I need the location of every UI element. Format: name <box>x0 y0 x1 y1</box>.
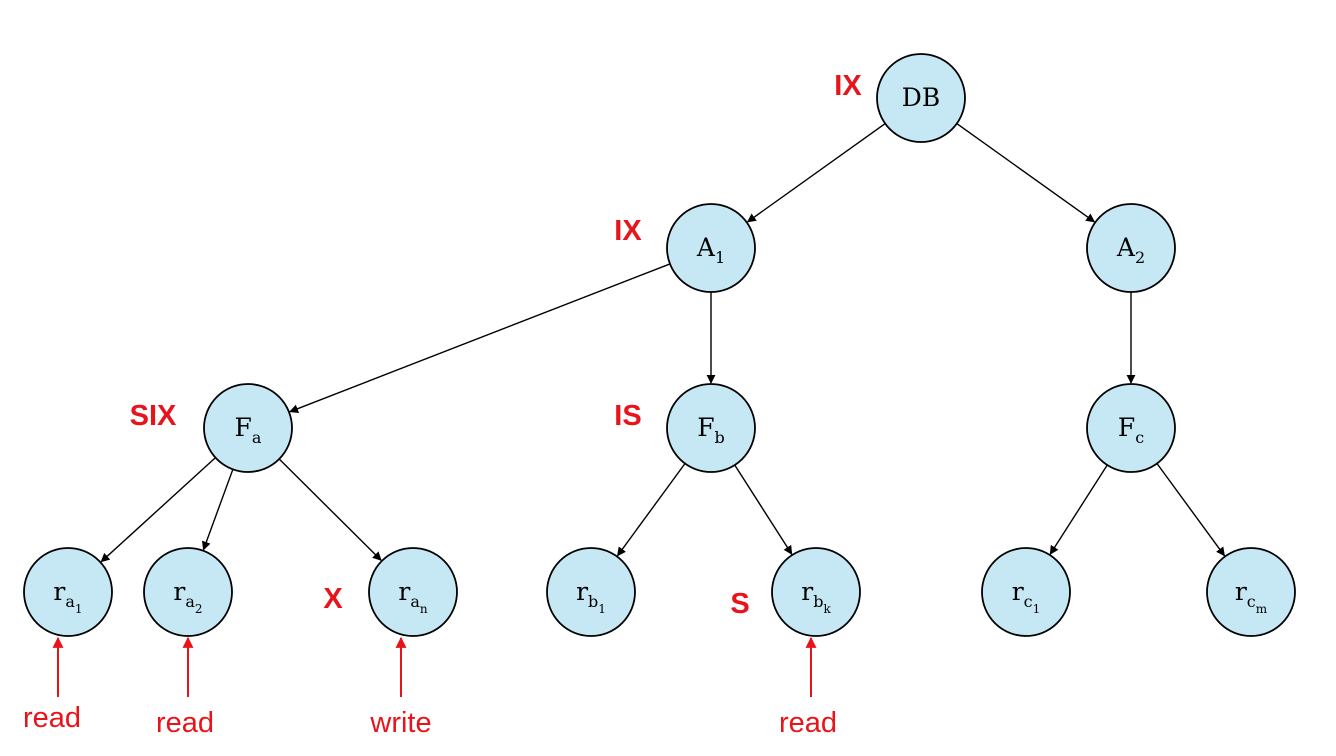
node-circle <box>1086 203 1176 293</box>
edge-Fc-to-rcm <box>1156 463 1225 557</box>
node-rc1[interactable]: rc1 <box>981 547 1071 637</box>
edge-Fa-to-ran <box>278 458 382 561</box>
lock-mode-label-Fa: SIX <box>130 400 177 432</box>
node-Fb[interactable]: Fb <box>666 383 756 473</box>
node-rbk[interactable]: rbk <box>771 547 861 637</box>
edge-DB-to-A2 <box>956 123 1096 223</box>
node-circle <box>23 547 113 637</box>
lock-mode-label-rbk: S <box>730 588 749 620</box>
node-circle <box>143 547 233 637</box>
node-circle <box>546 547 636 637</box>
node-label: ra1 <box>53 577 82 616</box>
edges-layer <box>100 123 1225 563</box>
edge-A1-to-Fa <box>289 263 671 413</box>
lock-mode-label-DB: IX <box>834 70 862 102</box>
node-label: rc1 <box>1012 577 1041 616</box>
node-circle <box>666 383 756 473</box>
lock-mode-label-ran: X <box>323 583 343 615</box>
node-rb1[interactable]: rb1 <box>546 547 636 637</box>
edge-Fb-to-rbk <box>734 464 793 555</box>
node-circle <box>771 547 861 637</box>
node-A1[interactable]: A1 <box>666 203 756 293</box>
edge-Fc-to-rc1 <box>1049 464 1108 555</box>
node-Fc[interactable]: Fc <box>1086 383 1176 473</box>
operations-layer: read read write read <box>23 636 837 739</box>
lock-mode-label-A1: IX <box>614 215 642 247</box>
node-circle <box>1206 547 1296 637</box>
lock-labels-layer: IX IX SIX IS X S <box>130 70 863 620</box>
node-ra2[interactable]: ra2 <box>143 547 233 637</box>
node-label: rb1 <box>576 577 606 616</box>
operation-label-ra2: read <box>156 707 214 739</box>
node-DB[interactable]: DB <box>876 53 966 143</box>
node-circle <box>203 383 293 473</box>
node-ra1[interactable]: ra1 <box>23 547 113 637</box>
operation-label-ra1: read <box>23 702 81 734</box>
edge-Fa-to-ra1 <box>100 457 216 563</box>
lock-mode-label-Fb: IS <box>614 400 641 432</box>
node-label: Fa <box>235 413 262 447</box>
node-circle <box>666 203 756 293</box>
node-circle <box>368 547 458 637</box>
node-label: rcm <box>1235 577 1268 616</box>
node-label: A1 <box>696 233 725 267</box>
operation-label-ran: write <box>369 707 431 739</box>
node-circle <box>981 547 1071 637</box>
node-circle <box>876 53 966 143</box>
node-A2[interactable]: A2 <box>1086 203 1176 293</box>
node-label: A2 <box>1116 233 1145 267</box>
node-circle <box>1086 383 1176 473</box>
node-label: ra2 <box>173 577 202 616</box>
node-label: ran <box>398 577 428 616</box>
node-rcm[interactable]: rcm <box>1206 547 1296 637</box>
node-ran[interactable]: ran <box>368 547 458 637</box>
edge-Fb-to-rb1 <box>617 463 686 557</box>
node-label: rbk <box>801 577 831 616</box>
node-label: Fb <box>697 413 725 447</box>
node-Fa[interactable]: Fa <box>203 383 293 473</box>
node-label: DB <box>902 83 940 112</box>
edge-DB-to-A1 <box>746 123 886 223</box>
operation-label-rbk: read <box>779 707 837 739</box>
node-label: Fc <box>1118 413 1144 447</box>
edge-Fa-to-ra2 <box>202 469 234 551</box>
